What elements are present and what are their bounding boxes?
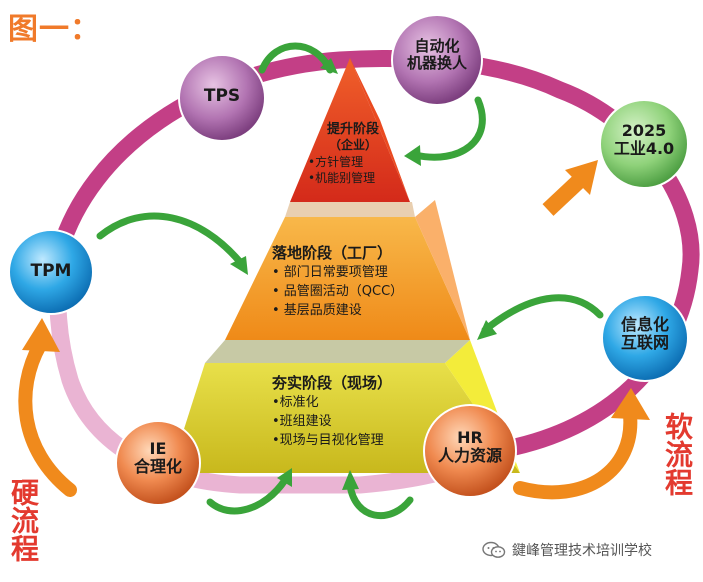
watermark: 鍵峰管理技术培训学校 [482, 540, 652, 560]
label-ie-line2: 合理化 [133, 457, 182, 477]
label-hr-line1: HR [457, 428, 483, 447]
arrow-tpm-to-middle [96, 212, 244, 266]
tier-middle-title: 落地阶段（工厂） [272, 244, 393, 262]
label-informatization-line1: 信息化 [620, 315, 669, 334]
arrow-soft-flow [513, 408, 638, 500]
label-ie: IE 合理化 [118, 439, 198, 477]
pyramid-top-tier [290, 58, 410, 202]
hard-flow-label: 硬流程 [6, 478, 40, 569]
circle-tps [178, 54, 266, 142]
arrow-info-to-middle [481, 294, 604, 334]
tier-bottom-item: •标准化 [272, 395, 319, 410]
tier-top-item: •机能别管理 [308, 171, 376, 185]
arrow-hr-to-bottom [346, 481, 414, 519]
label-automation-line1: 自动化 [414, 37, 460, 55]
arrow-ie-to-bottom [206, 476, 289, 515]
arrow-to-2025 [542, 174, 586, 216]
label-hr: HR 人力资源 [426, 428, 514, 466]
soft-flow-label: 软流程 [660, 412, 694, 503]
circle-hr [423, 404, 517, 498]
hard-flow-label-text: 硬流程 [7, 478, 40, 562]
label-industry40-line2: 工业4.0 [613, 139, 675, 159]
tier-top-text: 提升阶段 （企业） •方针管理 •机能别管理 [308, 118, 398, 186]
tier-top-subtitle: （企业） [328, 138, 377, 152]
label-industry40: 2025 工业4.0 [602, 121, 686, 159]
wechat-icon [482, 541, 506, 558]
orange-arrows [18, 160, 650, 500]
label-automation-line2: 机器换人 [406, 54, 467, 73]
soft-flow-label-text: 软流程 [661, 412, 694, 496]
circle-informatization [601, 294, 689, 382]
label-hr-line2: 人力资源 [437, 446, 502, 466]
label-ie-line1: IE [149, 439, 167, 458]
tier-middle-text: 落地阶段（工厂） • 部门日常要项管理 • 品管圈活动（QCC） • 基层品质建… [272, 242, 432, 320]
pyramid-middle-tier [225, 217, 470, 340]
green-arrows [96, 42, 604, 519]
tier-middle-item: • 品管圈活动（QCC） [272, 284, 404, 299]
label-tps: TPS [203, 86, 241, 106]
watermark-text: 鍵峰管理技术培训学校 [512, 543, 652, 559]
circle-ie [115, 420, 201, 506]
circle-industry40 [599, 99, 689, 189]
arrow-automation-to-top [411, 96, 486, 161]
circle-automation [391, 14, 483, 106]
label-automation: 自动化 机器换人 [394, 37, 480, 73]
label-tpm: TPM [30, 261, 72, 281]
tier-middle-item: • 基层品质建设 [272, 303, 362, 318]
tier-bottom-title: 夯实阶段（现场） [272, 374, 393, 392]
figure-label: 图一： [8, 12, 101, 47]
label-informatization-line2: 互联网 [620, 333, 669, 353]
label-industry40-line1: 2025 [621, 121, 667, 140]
tier-top-item: •方针管理 [308, 155, 364, 169]
tier-middle-item: • 部门日常要项管理 [272, 265, 388, 280]
arrow-hard-flow [18, 338, 77, 497]
tier-bottom-text: 夯实阶段（现场） •标准化 •班组建设 •现场与目视化管理 [272, 372, 442, 450]
tier-top-title: 提升阶段 [326, 122, 379, 137]
label-informatization: 信息化 互联网 [603, 315, 687, 353]
circle-tpm [8, 229, 94, 315]
tier-bottom-item: •现场与目视化管理 [272, 433, 384, 448]
tier-bottom-item: •班组建设 [272, 414, 332, 429]
arrow-tps-to-peak [258, 42, 334, 74]
